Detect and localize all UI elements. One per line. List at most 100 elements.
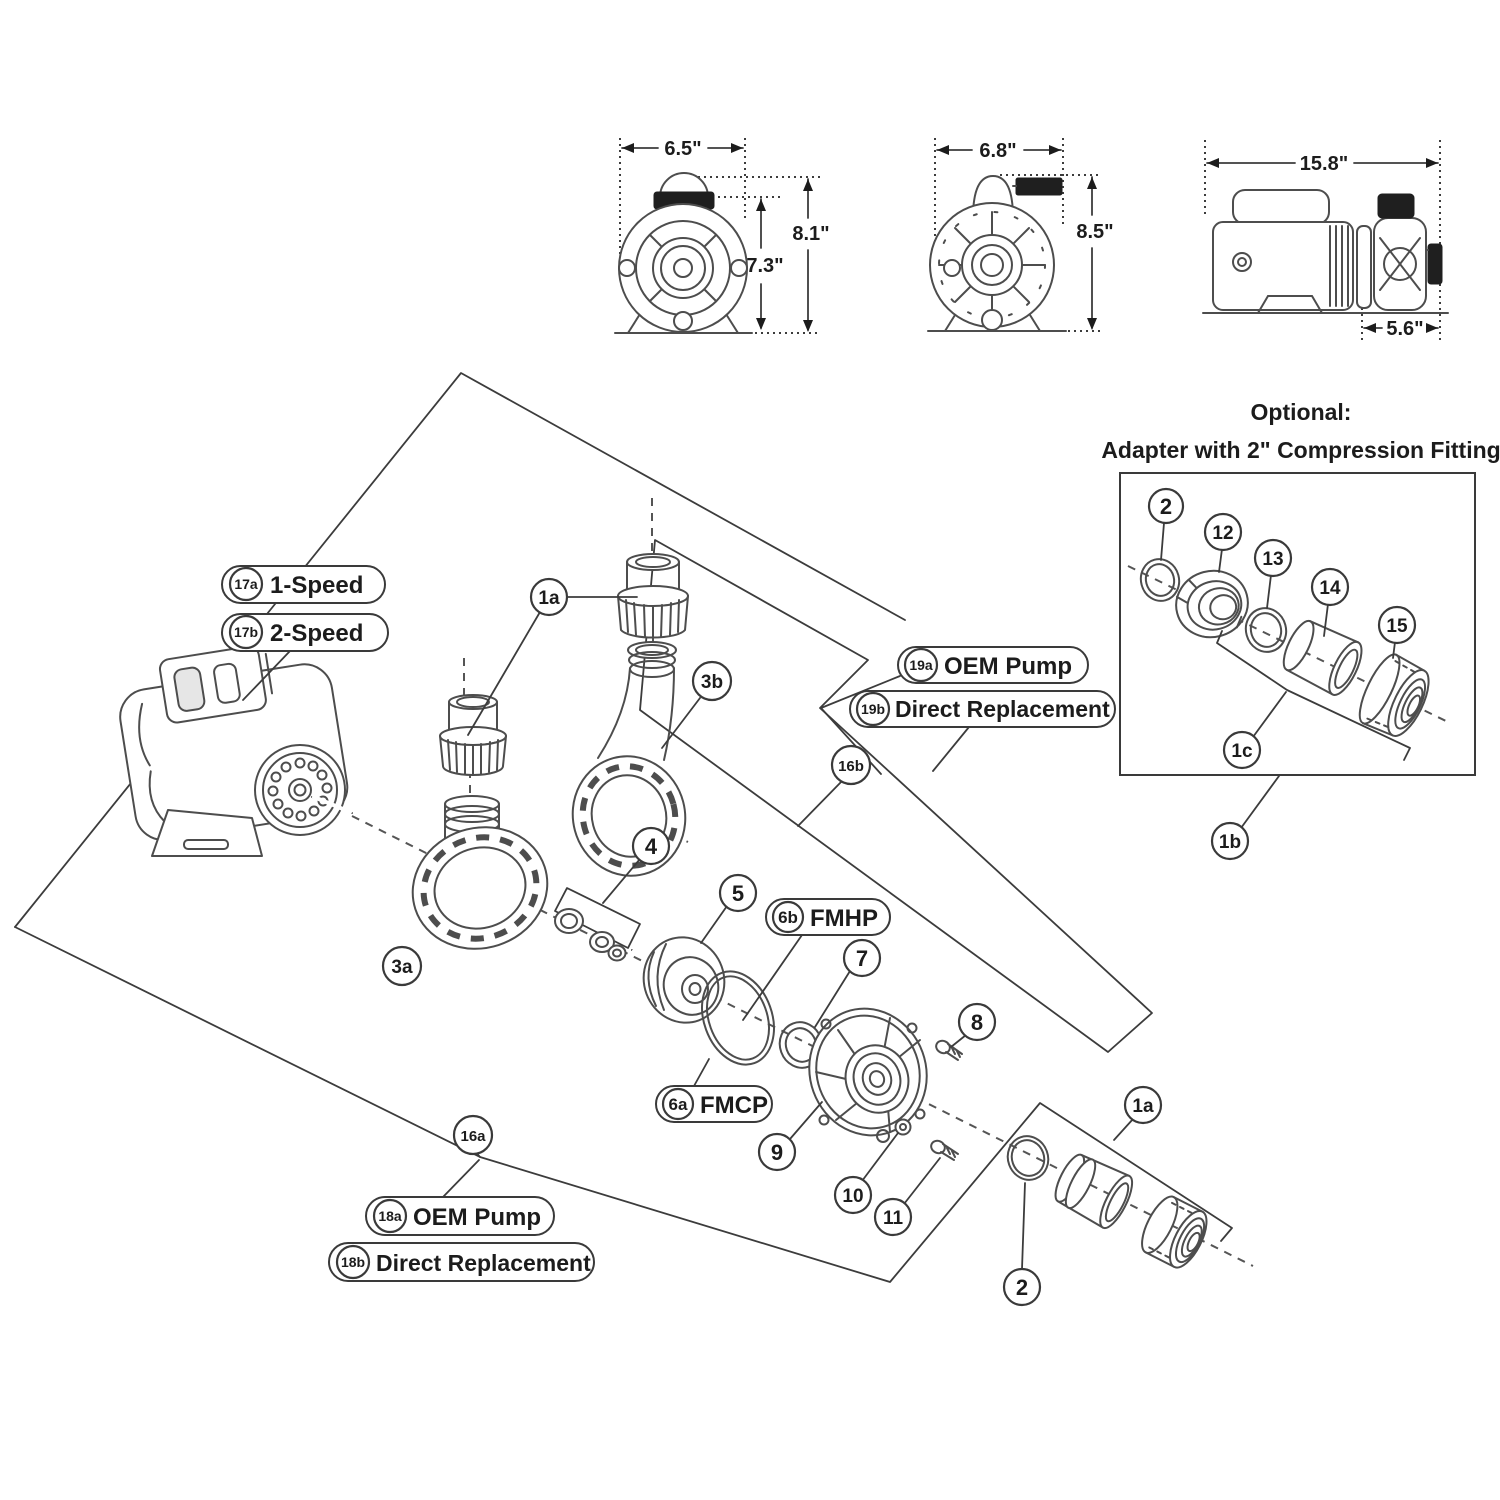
dim-view-length: 15.8" 5.6" bbox=[1202, 140, 1449, 344]
dim-side-width: 6.8" bbox=[979, 140, 1016, 162]
pill-17b: 17b 2-Speed bbox=[221, 613, 389, 652]
union-tailpiece bbox=[1054, 1153, 1134, 1230]
callout-15: 15 bbox=[1377, 605, 1417, 645]
pill-17a-num: 17a bbox=[234, 576, 258, 592]
union-oring bbox=[1006, 1135, 1050, 1181]
pill-6a-num: 6a bbox=[669, 1095, 688, 1114]
union-fitting-top bbox=[617, 553, 689, 639]
callout-8-num: 8 bbox=[971, 1010, 983, 1035]
faceplate bbox=[808, 1007, 928, 1143]
callout-10-num: 10 bbox=[842, 1186, 863, 1207]
union-fitting-mid bbox=[439, 694, 507, 776]
callout-2-box: 2 bbox=[1147, 487, 1185, 525]
callout-1c-num: 1c bbox=[1231, 741, 1253, 762]
callout-13: 13 bbox=[1253, 538, 1293, 578]
union-nut-bottom bbox=[1141, 1195, 1208, 1269]
pill-19a: 19a OEM Pump bbox=[897, 646, 1089, 684]
callout-1b-num: 1b bbox=[1219, 832, 1241, 853]
pill-18b: 18b Direct Replacement bbox=[328, 1242, 595, 1282]
callout-1a-top: 1a bbox=[529, 577, 569, 617]
dim-view-side: 6.8" 8.5" bbox=[927, 138, 1114, 332]
pill-18a: 18a OEM Pump bbox=[365, 1196, 555, 1236]
optional-adapter-section: Optional: Adapter with 2" Compression Fi… bbox=[1101, 399, 1500, 861]
faceplate-oring bbox=[701, 970, 775, 1066]
callout-5: 5 bbox=[718, 873, 758, 913]
callout-3a-num: 3a bbox=[391, 957, 413, 978]
pill-18b-label: Direct Replacement bbox=[376, 1250, 591, 1276]
pill-6b: 6b FMHP bbox=[765, 898, 891, 936]
dim-front-face: 7.3" bbox=[746, 255, 783, 277]
callout-16b: 16b bbox=[830, 744, 872, 786]
callout-5-num: 5 bbox=[732, 881, 744, 906]
volute-3b bbox=[549, 641, 687, 879]
length-view-pump-sketch bbox=[1202, 189, 1449, 314]
optional-subtitle: Adapter with 2" Compression Fitting bbox=[1101, 437, 1500, 463]
pill-19b-num: 19b bbox=[861, 701, 885, 717]
drain-plug bbox=[894, 1118, 912, 1136]
callout-2-box-num: 2 bbox=[1160, 494, 1172, 519]
screw-11 bbox=[930, 1139, 959, 1161]
side-view-pump-sketch bbox=[927, 174, 1067, 332]
callout-7-num: 7 bbox=[856, 946, 868, 971]
callout-16b-num: 16b bbox=[838, 758, 864, 775]
dim-side-height: 8.5" bbox=[1076, 221, 1113, 243]
adapter-oring2-part bbox=[1244, 607, 1288, 653]
callout-3b: 3b bbox=[691, 660, 733, 702]
optional-box bbox=[1119, 472, 1476, 776]
callout-1c: 1c bbox=[1222, 730, 1262, 770]
dim-view-front: 6.5" 7.3" 8.1" bbox=[614, 138, 830, 334]
screw-8 bbox=[935, 1039, 963, 1061]
front-view-pump-sketch bbox=[614, 172, 753, 334]
callout-4-num: 4 bbox=[645, 834, 658, 859]
pill-19a-num: 19a bbox=[909, 657, 933, 673]
callout-11: 11 bbox=[873, 1197, 913, 1237]
impeller bbox=[631, 936, 726, 1024]
pill-19a-label: OEM Pump bbox=[944, 653, 1072, 680]
callout-11-num: 11 bbox=[883, 1208, 904, 1229]
callout-10: 10 bbox=[833, 1175, 873, 1215]
pill-19b-label: Direct Replacement bbox=[895, 696, 1110, 722]
motor-vent-holes bbox=[267, 757, 333, 822]
callout-12-num: 12 bbox=[1212, 523, 1233, 544]
optional-title: Optional: bbox=[1251, 399, 1352, 425]
callout-1a-bottom: 1a bbox=[1123, 1085, 1163, 1125]
motor-drawing bbox=[119, 645, 353, 857]
callout-12: 12 bbox=[1203, 512, 1243, 552]
callout-13-num: 13 bbox=[1262, 549, 1283, 570]
callout-14: 14 bbox=[1310, 567, 1350, 607]
callout-1a-top-num: 1a bbox=[538, 588, 560, 609]
compression-sleeve-part bbox=[1282, 619, 1363, 696]
seal-kit bbox=[554, 887, 641, 962]
callout-16a-num: 16a bbox=[460, 1128, 486, 1145]
callout-16a: 16a bbox=[452, 1114, 494, 1156]
callout-14-num: 14 bbox=[1319, 578, 1341, 599]
callout-1a-bottom-num: 1a bbox=[1132, 1096, 1154, 1117]
pill-19b: 19b Direct Replacement bbox=[849, 690, 1116, 728]
pill-17b-num: 17b bbox=[234, 624, 258, 640]
adapter-oring-part bbox=[1139, 558, 1181, 602]
volute-3a bbox=[334, 792, 549, 968]
callout-2-main: 2 bbox=[1002, 1267, 1042, 1307]
pill-17a: 17a 1-Speed bbox=[221, 565, 386, 604]
compression-nut-part bbox=[1358, 653, 1430, 737]
pill-17b-label: 2-Speed bbox=[270, 620, 363, 647]
pill-18a-label: OEM Pump bbox=[413, 1204, 541, 1231]
callout-3b-num: 3b bbox=[701, 672, 723, 693]
callout-9: 9 bbox=[757, 1132, 797, 1172]
pill-6b-label: FMHP bbox=[810, 905, 878, 932]
pill-6b-num: 6b bbox=[778, 908, 798, 927]
callout-7: 7 bbox=[842, 938, 882, 978]
dim-front-width: 6.5" bbox=[664, 138, 701, 160]
callout-2-main-num: 2 bbox=[1016, 1275, 1028, 1300]
callout-1b: 1b bbox=[1210, 821, 1250, 861]
pill-18b-num: 18b bbox=[341, 1254, 365, 1270]
callout-9-num: 9 bbox=[771, 1140, 783, 1165]
callout-8: 8 bbox=[957, 1002, 997, 1042]
pill-17a-label: 1-Speed bbox=[270, 572, 363, 599]
callout-15-num: 15 bbox=[1386, 616, 1408, 637]
callout-4: 4 bbox=[631, 826, 671, 866]
callout-3a: 3a bbox=[381, 945, 423, 987]
adapter-fitting-part bbox=[1175, 569, 1249, 639]
pill-6a: 6a FMCP bbox=[655, 1085, 773, 1123]
